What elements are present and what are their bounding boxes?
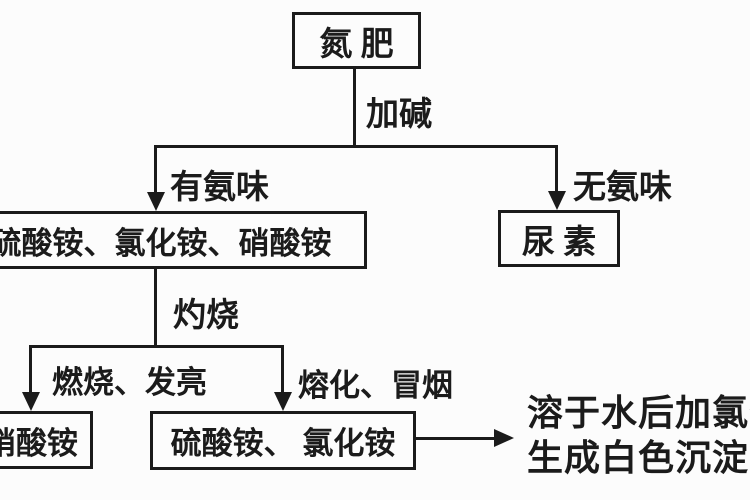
- arrowhead-right-icon: [494, 429, 514, 447]
- node-ammonium-salts: 硫酸铵、氯化铵、硝酸铵: [0, 211, 367, 269]
- arrowhead-down-icon: [274, 392, 292, 411]
- node-urea-label: 尿 素: [521, 224, 597, 261]
- connector-split-horizontal: [154, 145, 558, 148]
- edge-label-burns-bright: 燃烧、发亮: [52, 365, 207, 400]
- edge-label-melts-smokes: 熔化、冒烟: [298, 368, 453, 403]
- node-sulfate-chloride: 硫酸铵、 氯化铵: [150, 411, 416, 470]
- node-ammonium-nitrate: 硝酸铵: [0, 411, 93, 469]
- result-note: 溶于水后加氯化 生成白色沉淀的: [527, 391, 750, 481]
- result-note-line1: 溶于水后加氯化: [527, 393, 750, 433]
- connector-result-horizontal: [416, 437, 496, 440]
- connector-left-down: [154, 145, 157, 195]
- edge-label-no-ammonia-smell: 无氨味: [573, 170, 672, 206]
- result-note-line2: 生成白色沉淀的: [527, 438, 750, 478]
- edge-label-ammonia-smell: 有氨味: [170, 170, 269, 206]
- node-ammonium-nitrate-label: 硝酸铵: [0, 425, 78, 461]
- arrowhead-down-icon: [22, 392, 40, 411]
- connector-burn-split-horizontal: [29, 345, 284, 348]
- connector-right-down: [555, 145, 558, 195]
- connector-melt-right-down: [281, 345, 284, 395]
- edge-label-ignite: 灼烧: [173, 298, 239, 334]
- arrowhead-down-icon: [147, 192, 165, 211]
- node-sulfate-chloride-label: 硫酸铵、 氯化铵: [170, 426, 396, 461]
- node-ammonium-salts-label: 硫酸铵、氯化铵、硝酸铵: [0, 225, 332, 261]
- node-nitrogen-fertilizer-label: 氮 肥: [319, 26, 394, 63]
- connector-ignite-down: [154, 267, 157, 348]
- node-urea: 尿 素: [498, 210, 620, 267]
- node-nitrogen-fertilizer: 氮 肥: [292, 12, 421, 69]
- connector-burn-left-down: [29, 345, 32, 395]
- arrowhead-down-icon: [548, 191, 566, 210]
- edge-label-add-alkali: 加碱: [366, 97, 432, 133]
- connector-root-down: [353, 68, 356, 148]
